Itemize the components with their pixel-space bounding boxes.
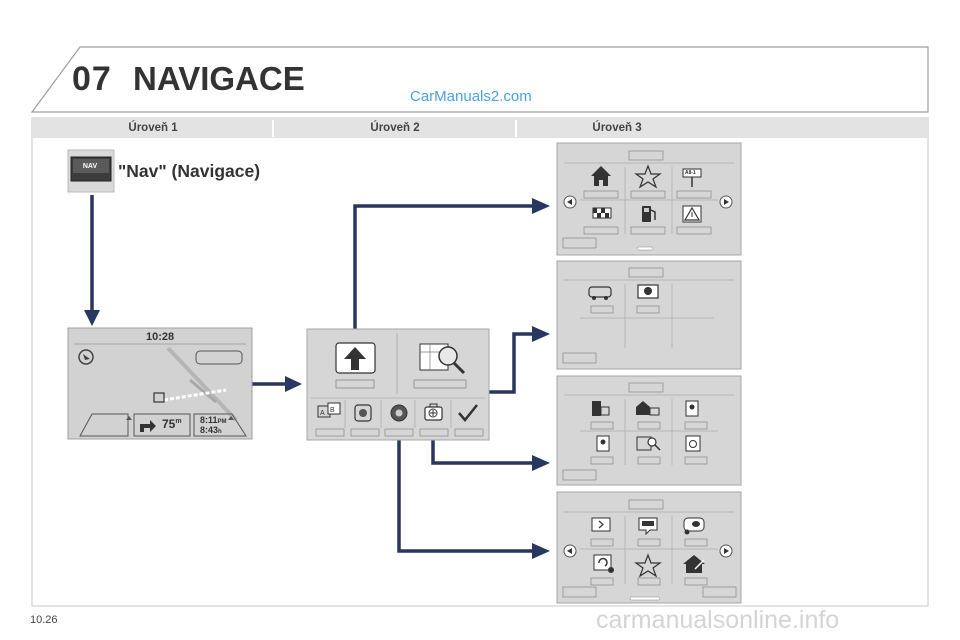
turn-arrow-icon: [140, 420, 156, 432]
map-option-button[interactable]: [195, 350, 243, 365]
nav-menu-panel: A B: [306, 328, 490, 441]
map-screen: [67, 327, 253, 440]
chapter-banner: [30, 46, 929, 113]
content-frame: [31, 117, 929, 607]
arrival-time: 8:11PM: [200, 415, 227, 425]
footer-site: carmanualsonline.info: [596, 606, 840, 634]
svg-text:A: A: [320, 410, 325, 417]
voice-language-icon[interactable]: A B: [317, 402, 341, 418]
page-number: 10.26: [30, 614, 58, 626]
voice-guidance-icon[interactable]: [638, 517, 658, 536]
finish-flag-icon[interactable]: [592, 207, 612, 219]
arrow-heads: [84, 198, 550, 559]
direction-arrow-icon: [344, 347, 366, 370]
reset-route-icon[interactable]: [593, 554, 614, 573]
poi-route-icon[interactable]: [596, 435, 610, 452]
chapter-number: 07: [72, 60, 112, 98]
traffic-car-icon[interactable]: [588, 286, 612, 300]
chapter-title: NAVIGACE: [133, 60, 305, 97]
nav-button-label: "Nav" (Navigace): [118, 161, 261, 181]
level-header-2: Úroveň 2: [370, 122, 420, 134]
level-header-3: Úroveň 3: [592, 122, 642, 134]
route-criteria-icon[interactable]: [591, 517, 611, 532]
map-display-icon[interactable]: [683, 517, 705, 535]
traffic-panel: [556, 260, 742, 370]
destination-panel: [556, 142, 742, 256]
map-settings-icon[interactable]: [390, 404, 408, 422]
favorites-star-icon[interactable]: [634, 553, 662, 578]
map-clock: 10:28: [146, 331, 175, 343]
poi-near-icon[interactable]: [592, 401, 610, 416]
first-aid-icon[interactable]: [424, 403, 443, 421]
poi-panel: [556, 375, 742, 486]
speed-value: 75m: [162, 417, 182, 431]
home-icon[interactable]: [591, 166, 611, 186]
fuel-station-icon[interactable]: [642, 206, 656, 222]
vehicle-icon: [153, 392, 165, 403]
level-header-1: Úroveň 1: [128, 122, 178, 134]
poi-search-icon[interactable]: [636, 436, 661, 451]
poi-destination-icon[interactable]: [636, 401, 660, 416]
star-icon[interactable]: [634, 164, 662, 189]
poi-info-icon[interactable]: [685, 435, 701, 452]
poi-pin-icon[interactable]: [685, 400, 699, 417]
nav-button[interactable]: [67, 149, 115, 193]
watermark: CarManuals2.com: [410, 88, 532, 105]
svg-text:B: B: [330, 407, 335, 414]
danger-zone-icon[interactable]: [682, 205, 702, 223]
traffic-info-icon[interactable]: [354, 404, 372, 422]
home-settings-icon[interactable]: [683, 555, 705, 573]
level-header-band: [33, 119, 927, 138]
compass-icon[interactable]: [78, 349, 94, 365]
nav-button-text: NAV: [82, 163, 98, 170]
traffic-filter-icon[interactable]: [637, 284, 659, 299]
road-sign-text: A8-1: [685, 170, 696, 176]
map-search-icon[interactable]: [419, 343, 466, 375]
checkmark-icon[interactable]: [458, 404, 478, 422]
settings-panel: [556, 491, 742, 604]
remaining-time: 8:43h: [200, 425, 222, 435]
